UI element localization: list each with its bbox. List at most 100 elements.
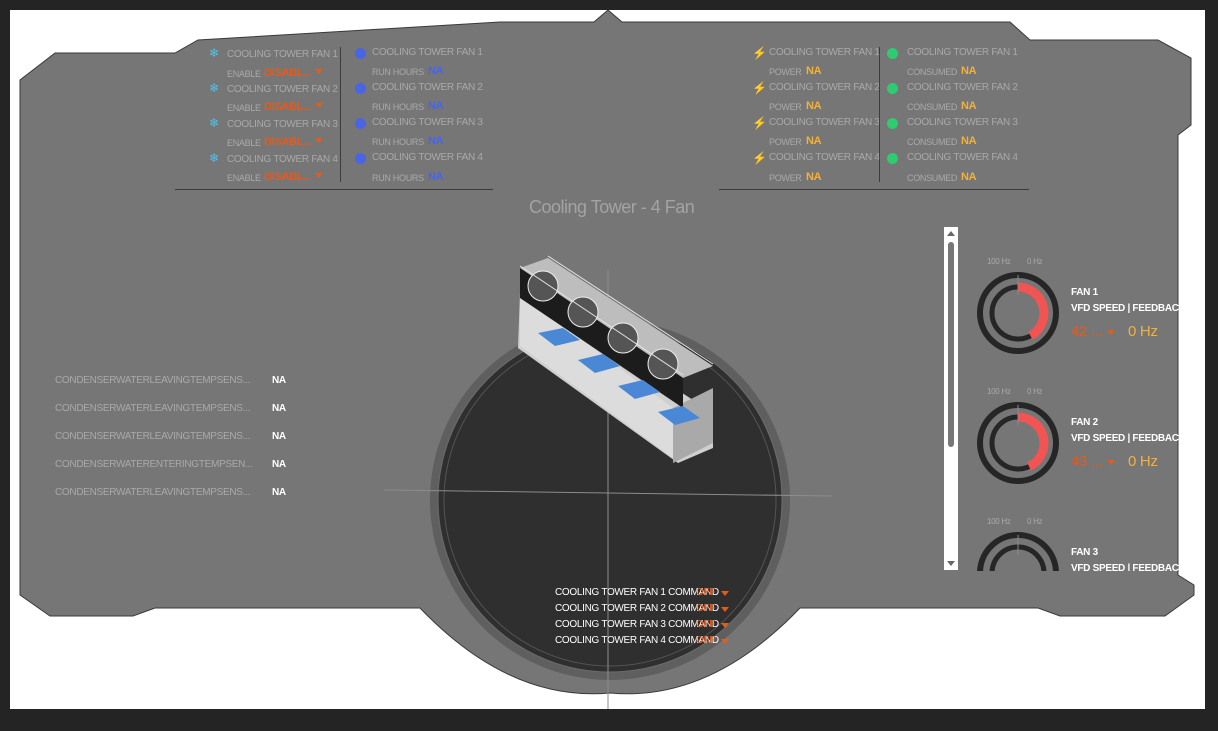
enable-label: ENABLE — [227, 69, 261, 79]
divider — [879, 47, 880, 182]
fan-name: COOLING TOWER FAN 2 — [372, 82, 483, 93]
fan-label: FAN 1 — [1071, 287, 1098, 298]
fan-name: COOLING TOWER FAN 2 — [227, 84, 338, 95]
dashboard-canvas: ❄ COOLING TOWER FAN 1 ENABLE DISABL... ❄… — [10, 10, 1205, 709]
consumed-label: CONSUMED — [907, 102, 958, 112]
chevron-down-icon[interactable] — [1107, 460, 1115, 465]
fan-label: FAN 2 — [1071, 417, 1098, 428]
enable-select[interactable]: DISABL... — [264, 101, 312, 113]
fan-name: COOLING TOWER FAN 4 — [907, 152, 1018, 163]
vfd-speed-select[interactable]: 42 ... — [1071, 323, 1103, 340]
vfd-feedback-value: 0 Hz — [1128, 323, 1158, 340]
power-value: NA — [806, 65, 822, 77]
chevron-down-icon[interactable] — [315, 69, 323, 74]
divider — [340, 47, 341, 182]
enable-label: ENABLE — [227, 103, 261, 113]
vfd-speed-arc — [1017, 412, 1049, 471]
vfd-speed-select[interactable]: 43 ... — [1071, 453, 1103, 470]
chevron-down-icon[interactable] — [721, 591, 729, 596]
snowflake-icon: ❄ — [209, 116, 220, 130]
enable-select[interactable]: DISABL... — [264, 136, 312, 148]
chevron-down-icon[interactable] — [721, 639, 729, 644]
energy-icon — [887, 48, 898, 59]
clock-icon — [355, 153, 366, 164]
consumed-label: CONSUMED — [907, 137, 958, 147]
fan-name: COOLING TOWER FAN 4 — [227, 154, 338, 165]
chevron-down-icon[interactable] — [721, 607, 729, 612]
command-label: COOLING TOWER FAN 1 COMMAND — [555, 587, 719, 598]
command-select[interactable]: OFF — [696, 619, 716, 630]
divider — [719, 189, 1029, 190]
scrollbar-thumb[interactable] — [948, 242, 954, 447]
gauge-max-label: 100 Hz — [987, 387, 1011, 396]
power-value: NA — [806, 100, 822, 112]
sensor-value: NA — [272, 431, 286, 442]
vfd-gauge — [977, 532, 1059, 571]
fan-name: COOLING TOWER FAN 4 — [769, 152, 880, 163]
vfd-panel: 100 Hz 0 Hz FAN 1 VFD SPEED | FEEDBACK 4… — [940, 225, 1180, 571]
enable-label: ENABLE — [227, 173, 261, 183]
run-hours-value: NA — [428, 171, 444, 183]
scroll-down-arrow[interactable] — [947, 561, 955, 566]
vfd-feedback-value: 0 Hz — [1128, 453, 1158, 470]
chevron-down-icon[interactable] — [315, 173, 323, 178]
fan-name: COOLING TOWER FAN 3 — [227, 119, 338, 130]
command-select[interactable]: OFF — [696, 603, 716, 614]
fan-name: COOLING TOWER FAN 3 — [907, 117, 1018, 128]
energy-icon — [887, 83, 898, 94]
sensor-name: CONDENSERWATERLEAVINGTEMPSENS... — [55, 375, 251, 386]
fan-name: COOLING TOWER FAN 1 — [769, 47, 880, 58]
run-hours-value: NA — [428, 65, 444, 77]
lightning-icon: ⚡ — [752, 46, 767, 60]
fan-name: COOLING TOWER FAN 1 — [907, 47, 1018, 58]
vfd-card: 100 Hz 0 Hz FAN 3 VFD SPEED | FEEDBACK — [970, 515, 1180, 571]
energy-icon — [887, 118, 898, 129]
vfd-subtitle: VFD SPEED | FEEDBACK — [1071, 563, 1180, 571]
cooling-tower-illustration — [518, 255, 714, 463]
fan-name: COOLING TOWER FAN 1 — [372, 47, 483, 58]
run-hours-label: RUN HOURS — [372, 137, 424, 147]
vfd-card: 100 Hz 0 Hz FAN 2 VFD SPEED | FEEDBACK 4… — [970, 385, 1180, 495]
chevron-down-icon[interactable] — [315, 138, 323, 143]
command-select[interactable]: OFF — [696, 587, 716, 598]
scrollbar[interactable] — [944, 227, 958, 570]
lightning-icon: ⚡ — [752, 116, 767, 130]
consumed-label: CONSUMED — [907, 67, 958, 77]
clock-icon — [355, 48, 366, 59]
power-label: POWER — [769, 102, 802, 112]
snowflake-icon: ❄ — [209, 46, 220, 60]
sensor-name: CONDENSERWATERLEAVINGTEMPSENS... — [55, 403, 251, 414]
command-select[interactable]: OFF — [696, 635, 716, 646]
run-hours-value: NA — [428, 100, 444, 112]
sensor-name: CONDENSERWATERLEAVINGTEMPSENS... — [55, 431, 251, 442]
page-title: Cooling Tower - 4 Fan — [529, 197, 695, 217]
chevron-down-icon[interactable] — [1107, 330, 1115, 335]
gauge-min-label: 0 Hz — [1027, 257, 1043, 266]
sensor-value: NA — [272, 375, 286, 386]
gauge-min-label: 0 Hz — [1027, 387, 1043, 396]
scroll-up-arrow[interactable] — [947, 231, 955, 236]
power-label: POWER — [769, 173, 802, 183]
chevron-down-icon[interactable] — [315, 103, 323, 108]
lightning-icon: ⚡ — [752, 81, 767, 95]
power-value: NA — [806, 171, 822, 183]
sensor-value: NA — [272, 403, 286, 414]
chevron-down-icon[interactable] — [721, 623, 729, 628]
fan-name: COOLING TOWER FAN 3 — [769, 117, 880, 128]
power-label: POWER — [769, 67, 802, 77]
consumed-value: NA — [961, 65, 977, 77]
energy-icon — [887, 153, 898, 164]
enable-select[interactable]: DISABL... — [264, 171, 312, 183]
consumed-value: NA — [961, 135, 977, 147]
sensor-value: NA — [272, 459, 286, 470]
fan-name: COOLING TOWER FAN 3 — [372, 117, 483, 128]
run-hours-value: NA — [428, 135, 444, 147]
enable-select[interactable]: DISABL... — [264, 67, 312, 79]
power-label: POWER — [769, 137, 802, 147]
vfd-card: 100 Hz 0 Hz FAN 1 VFD SPEED | FEEDBACK 4… — [970, 255, 1180, 365]
consumed-value: NA — [961, 100, 977, 112]
run-hours-label: RUN HOURS — [372, 173, 424, 183]
snowflake-icon: ❄ — [209, 151, 220, 165]
enable-label: ENABLE — [227, 138, 261, 148]
consumed-value: NA — [961, 171, 977, 183]
